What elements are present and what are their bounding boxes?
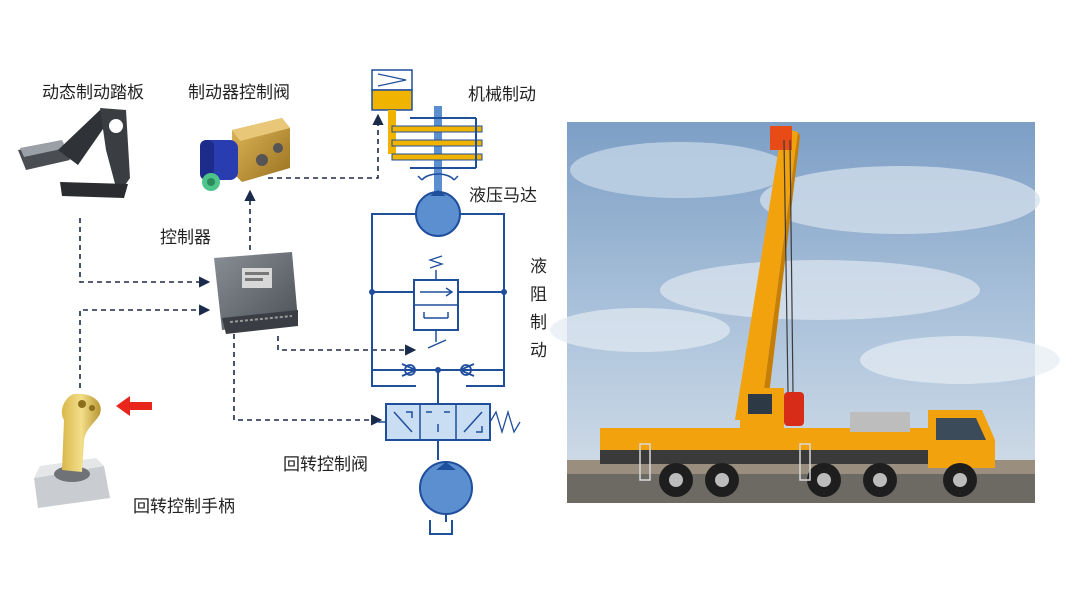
fluid-brake-char-3: 制 (530, 313, 547, 333)
slew-handle-label: 回转控制手柄 (133, 497, 235, 517)
brake-pedal-icon (18, 108, 130, 198)
signal-lines (79, 113, 417, 426)
slew-valve-label: 回转控制阀 (283, 455, 368, 475)
ecu-controller-icon (214, 252, 298, 334)
check-valve-icon (401, 363, 475, 377)
hydraulic-pump-icon (419, 461, 473, 515)
fluid-brake-char-4: 动 (530, 341, 547, 361)
slew-control-valve-icon (378, 403, 521, 441)
hyd-motor-label: 液压马达 (469, 186, 537, 206)
mobile-crane-photo (550, 122, 1060, 503)
red-arrow-icon (116, 396, 152, 416)
fluid-brake-char-2: 阻 (530, 285, 547, 305)
mech-brake-label: 机械制动 (468, 85, 536, 105)
controller-label: 控制器 (160, 228, 211, 248)
solenoid-valve-icon (200, 118, 290, 191)
brake-valve-label: 制动器控制阀 (188, 83, 290, 103)
fluid-brake-valve-icon (413, 255, 459, 349)
brake-pedal-label: 动态制动踏板 (42, 83, 144, 103)
hydraulic-motor-icon (415, 173, 461, 237)
fluid-brake-char-1: 液 (530, 257, 547, 277)
mechanical-brake-icon (371, 69, 483, 198)
joystick-icon (34, 393, 110, 508)
